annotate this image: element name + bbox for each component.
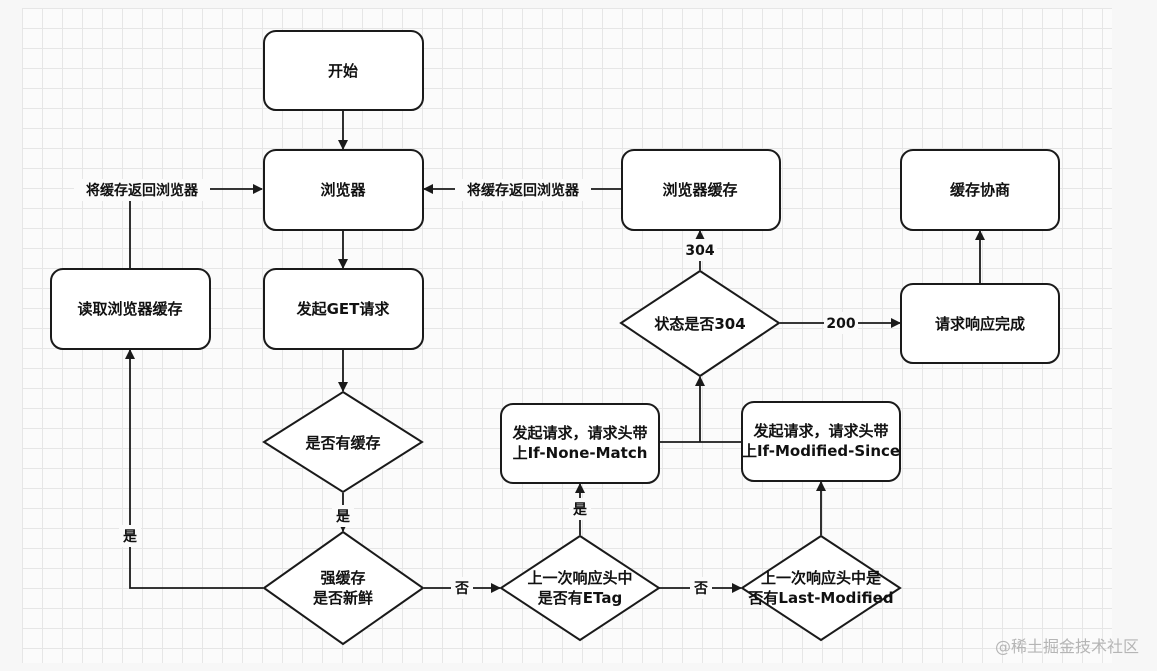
node-diamond — [262, 390, 424, 494]
node-label: 浏览器缓存 — [662, 181, 737, 199]
node-label-line-1: 发起请求，请求头带 — [752, 422, 888, 440]
node-has-cache: 是否有缓存 — [262, 390, 424, 494]
node-start: 开始 — [263, 30, 424, 111]
label-yes-center: 是 — [332, 505, 354, 527]
label-text: 是 — [123, 529, 138, 545]
node-send-get: 发起GET请求 — [263, 268, 424, 350]
node-box — [50, 268, 211, 350]
node-label-line-1: 上一次响应头中是 — [761, 569, 882, 587]
node-diamond — [619, 269, 781, 378]
node-box — [500, 403, 660, 484]
node-browser: 浏览器 — [263, 149, 424, 231]
node-label: 缓存协商 — [950, 181, 1010, 199]
node-label-line-2: 是否有ETag — [537, 589, 622, 607]
node-request-complete: 请求响应完成 — [900, 283, 1060, 364]
node-has-last-modified: 上一次响应头中是 否有Last-Modified — [740, 534, 902, 642]
label-text: 否 — [693, 581, 708, 597]
node-box — [900, 283, 1060, 364]
node-label: 开始 — [328, 62, 358, 80]
node-diamond — [499, 534, 661, 642]
node-box — [263, 149, 424, 231]
node-label: 是否有缓存 — [304, 434, 380, 452]
node-browser-cache: 浏览器缓存 — [621, 149, 781, 231]
node-diamond — [262, 530, 425, 646]
node-label-line-1: 上一次响应头中 — [527, 569, 632, 587]
node-box — [741, 401, 901, 482]
node-read-cache: 读取浏览器缓存 — [50, 268, 211, 350]
label-no-to-last-modified: 否 — [690, 577, 712, 599]
node-cache-negotiation: 缓存协商 — [900, 149, 1060, 231]
node-box — [263, 268, 424, 350]
label-304: 304 — [683, 239, 717, 261]
watermark: @稀土掘金技术社区 — [994, 637, 1139, 656]
label-background — [332, 505, 354, 527]
node-label-line-2: 否有Last-Modified — [747, 589, 893, 607]
label-text: 是 — [573, 502, 588, 518]
node-label: 请求响应完成 — [935, 315, 1025, 333]
label-text: 304 — [685, 243, 714, 259]
label-text: 否 — [454, 581, 469, 597]
label-text: 将缓存返回浏览器 — [467, 182, 580, 199]
label-text: 是 — [336, 509, 351, 525]
node-label-line-2: 上If-None-Match — [513, 444, 648, 462]
label-text: 200 — [826, 316, 855, 332]
node-box — [263, 30, 424, 111]
node-status-304: 状态是否304 — [619, 269, 781, 378]
node-label-line-1: 发起请求，请求头带 — [511, 424, 647, 442]
label-background — [74, 179, 210, 201]
node-label: 状态是否304 — [654, 315, 745, 333]
node-if-none-match: 发起请求，请求头带 上If-None-Match — [500, 403, 660, 484]
label-200: 200 — [824, 312, 858, 334]
label-background — [683, 239, 717, 261]
node-box — [621, 149, 781, 231]
label-return-cache-left: 将缓存返回浏览器 — [74, 179, 210, 201]
node-label-line-2: 上If-Modified-Since — [742, 442, 900, 460]
label-background — [451, 577, 473, 599]
label-background — [119, 525, 141, 547]
node-diamond — [740, 534, 902, 642]
edge-fresh-to-read-cache — [125, 349, 263, 589]
label-background — [690, 577, 712, 599]
label-background — [455, 179, 591, 201]
node-label-line-1: 强缓存 — [320, 569, 365, 587]
label-text: 将缓存返回浏览器 — [86, 182, 199, 199]
label-background — [824, 312, 858, 334]
node-if-modified-since: 发起请求，请求头带 上If-Modified-Since — [741, 401, 901, 482]
edge-labels: 将缓存返回浏览器 将缓存返回浏览器 304 200 是 是 — [74, 179, 858, 599]
node-strong-cache-fresh: 强缓存 是否新鲜 — [262, 530, 425, 646]
node-label: 浏览器 — [320, 181, 366, 199]
node-has-etag: 上一次响应头中 是否有ETag — [499, 534, 661, 642]
label-yes-left: 是 — [119, 525, 141, 547]
label-no-to-etag: 否 — [451, 577, 473, 599]
node-box — [900, 149, 1060, 231]
label-yes-etag: 是 — [569, 498, 591, 520]
label-return-cache-right: 将缓存返回浏览器 — [455, 179, 591, 201]
node-label: 发起GET请求 — [296, 300, 391, 318]
label-background — [569, 498, 591, 520]
node-label-line-2: 是否新鲜 — [312, 589, 373, 607]
node-label: 读取浏览器缓存 — [77, 300, 182, 318]
